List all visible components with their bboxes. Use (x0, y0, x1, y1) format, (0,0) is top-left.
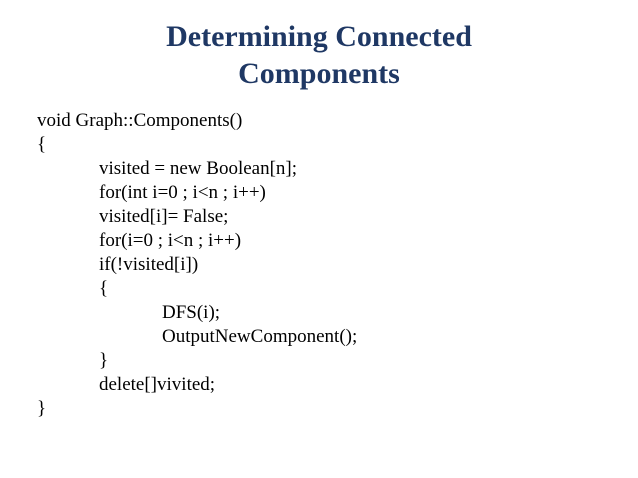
page-title-line-2: Components (238, 57, 400, 90)
code-line: visited[i]= False; (99, 206, 229, 227)
code-line: } (99, 350, 109, 371)
code-line: void Graph::Components() (37, 110, 243, 131)
code-line: { (37, 134, 47, 155)
page-title-line-1: Determining Connected (166, 20, 472, 53)
code-line: OutputNewComponent(); (162, 326, 358, 347)
code-line: visited = new Boolean[n]; (99, 158, 298, 179)
code-line: DFS(i); (162, 302, 221, 323)
code-line: delete[]vivited; (99, 374, 216, 395)
code-line: } (37, 398, 47, 419)
code-line: for(int i=0 ; i<n ; i++) (99, 182, 266, 203)
code-line: if(!visited[i]) (99, 254, 199, 275)
page-title: Determining Connected Components (0, 18, 638, 92)
code-line: for(i=0 ; i<n ; i++) (99, 230, 242, 251)
code-listing: void Graph::Components() { visited = new… (0, 109, 638, 421)
code-line: { (99, 278, 109, 299)
